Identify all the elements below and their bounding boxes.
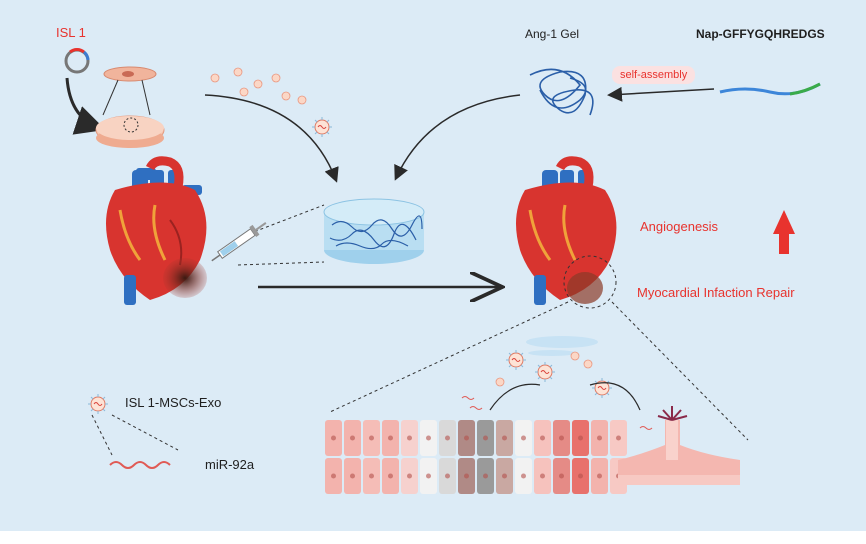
transfection-arrow bbox=[65, 77, 106, 135]
gel-to-dish-arrow bbox=[394, 94, 521, 181]
cell-nucleus bbox=[407, 435, 412, 441]
cell-nucleus bbox=[483, 473, 488, 479]
cell-nucleus bbox=[331, 435, 336, 441]
cell-dish-icon bbox=[95, 66, 165, 148]
peptide-label: Nap-GFFYGQHREDGS bbox=[696, 27, 825, 41]
repaired-heart-icon bbox=[516, 156, 617, 309]
cell-nucleus bbox=[426, 435, 431, 441]
plasmid-icon bbox=[64, 47, 90, 74]
self-assembly-label: self-assembly bbox=[612, 66, 696, 84]
cell-nucleus bbox=[350, 435, 355, 441]
ang-gel-label: Ang-1 Gel bbox=[525, 27, 580, 41]
cell-nucleus bbox=[445, 473, 450, 479]
heart-icon bbox=[106, 156, 207, 305]
angiogenesis-label: Angiogenesis bbox=[640, 219, 719, 234]
cell-nucleus bbox=[616, 435, 621, 441]
syringe-icon bbox=[211, 222, 267, 262]
zoom-region-lines bbox=[329, 301, 749, 441]
mirna-legend-label: miR-92a bbox=[205, 457, 255, 472]
repair-label: Myocardial Infaction Repair bbox=[637, 285, 795, 300]
mirna-icon bbox=[109, 461, 171, 469]
mist-cloud bbox=[526, 336, 598, 356]
isl1-label: ISL 1 bbox=[56, 25, 86, 40]
cell-nucleus bbox=[407, 473, 412, 479]
cell-nucleus bbox=[559, 435, 564, 441]
exosome-to-gel-arrow bbox=[204, 94, 339, 183]
mirna-fragments bbox=[461, 396, 653, 430]
cell-nucleus bbox=[540, 435, 545, 441]
legend-lines bbox=[91, 414, 179, 456]
cell-nucleus bbox=[369, 473, 374, 479]
cell-nucleus bbox=[578, 473, 583, 479]
hydrogel-icon bbox=[323, 198, 425, 264]
peptide-chain-icon bbox=[719, 82, 821, 96]
cell-nucleus bbox=[331, 473, 336, 479]
cell-nucleus bbox=[578, 435, 583, 441]
cell-nucleus bbox=[483, 435, 488, 441]
delivery-arc-1 bbox=[489, 383, 541, 411]
self-assembly-arrow bbox=[607, 86, 715, 102]
cell-nucleus bbox=[388, 473, 393, 479]
cell-nucleus bbox=[464, 435, 469, 441]
cell-nucleus bbox=[350, 473, 355, 479]
delivery-arc-2 bbox=[589, 382, 641, 411]
cell-nucleus bbox=[502, 473, 507, 479]
cell-nucleus bbox=[502, 435, 507, 441]
cell-nucleus bbox=[597, 435, 602, 441]
cell-nucleus bbox=[559, 473, 564, 479]
cell-nucleus bbox=[388, 435, 393, 441]
cell-nucleus bbox=[521, 473, 526, 479]
cell-nucleus bbox=[369, 435, 374, 441]
cell-nucleus bbox=[597, 473, 602, 479]
zoom-lines bbox=[237, 204, 325, 266]
exosome-legend-label: ISL 1-MSCs-Exo bbox=[125, 395, 222, 410]
exosome-icon bbox=[87, 393, 109, 415]
cell-nucleus bbox=[464, 473, 469, 479]
cell-nucleus bbox=[540, 473, 545, 479]
cell-nucleus bbox=[445, 435, 450, 441]
cell-nucleus bbox=[426, 473, 431, 479]
blood-vessel-icon bbox=[618, 406, 740, 485]
arrow-up-icon bbox=[773, 210, 795, 254]
cell-nucleus bbox=[521, 435, 526, 441]
gel-network-icon bbox=[529, 68, 594, 116]
cardiomyocyte-grid bbox=[325, 420, 627, 494]
